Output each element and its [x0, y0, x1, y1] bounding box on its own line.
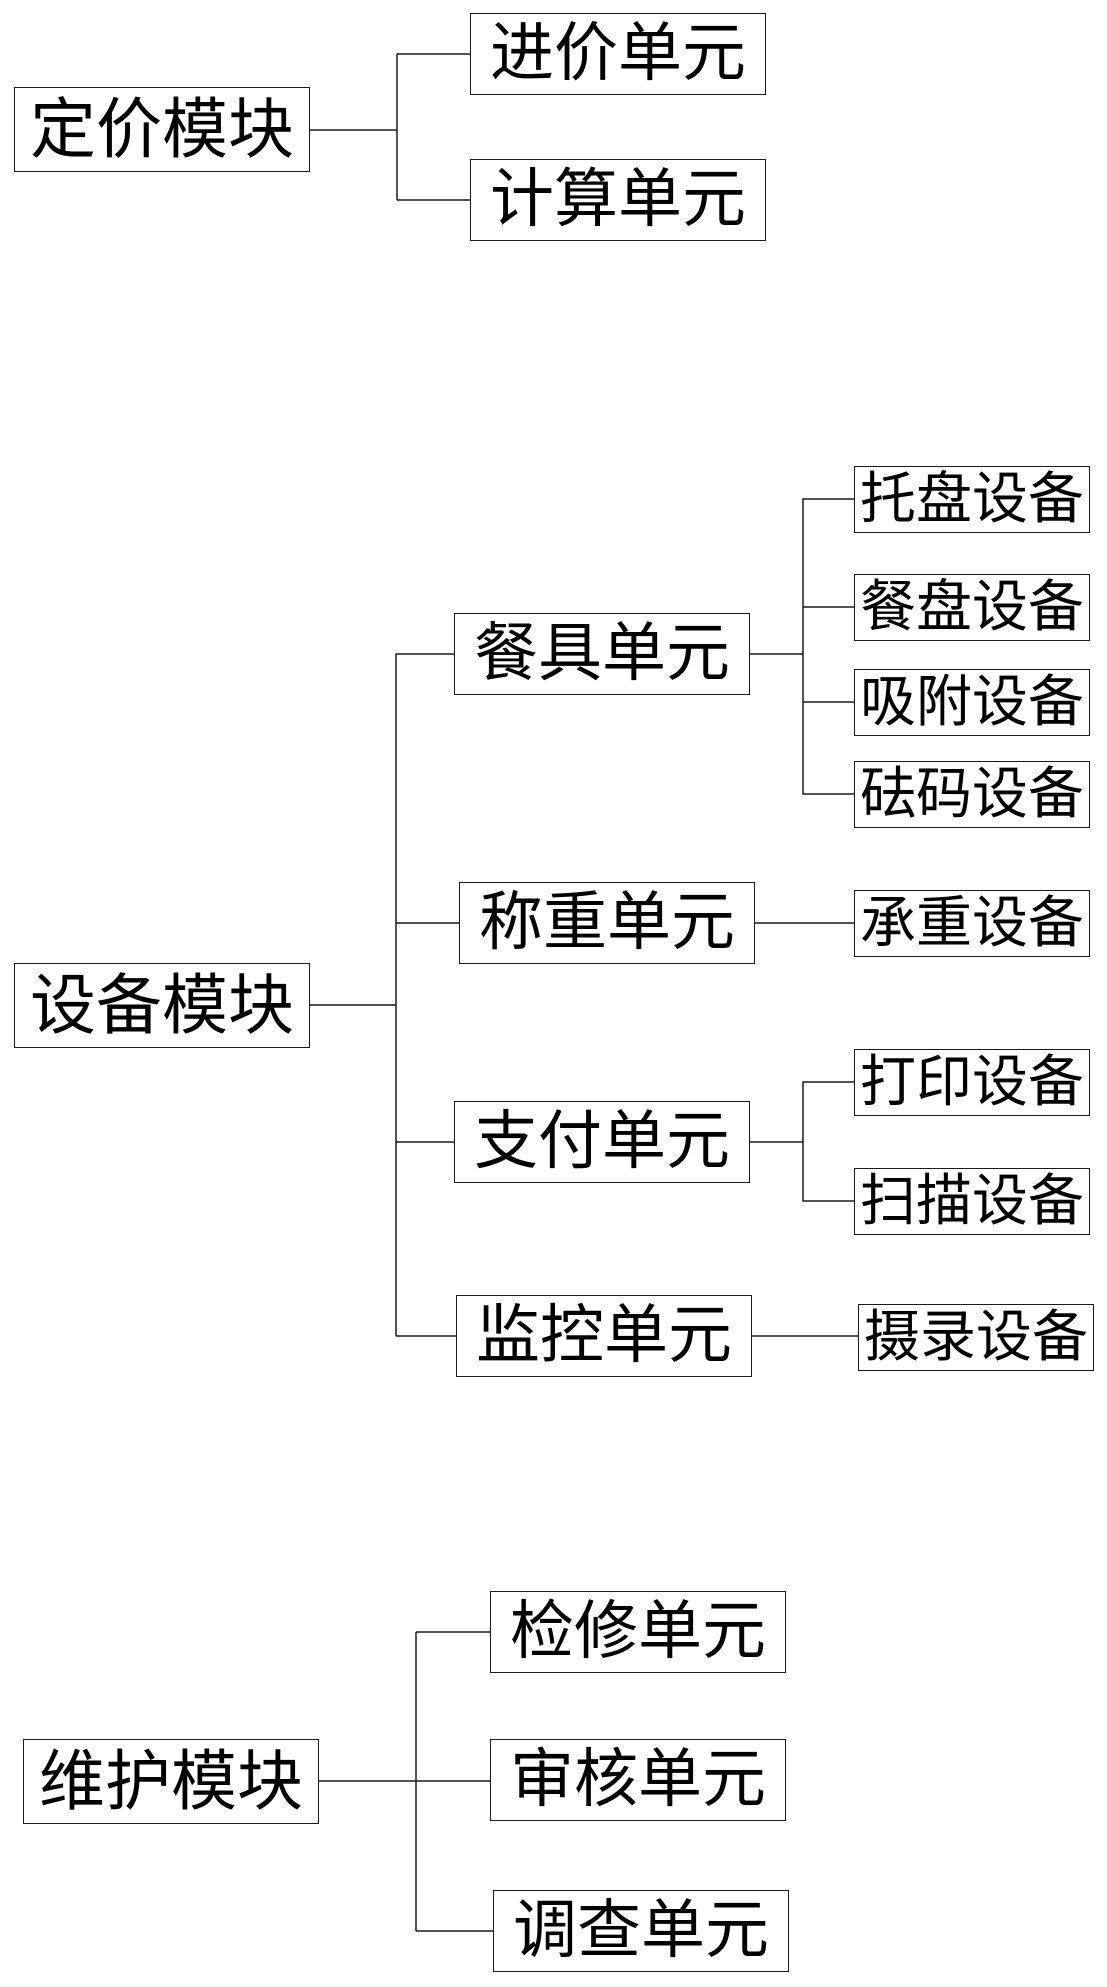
- device-dinner-plate: 餐盘设备: [854, 574, 1090, 641]
- device-suction: 吸附设备: [854, 669, 1090, 736]
- unit-monitoring: 监控单元: [456, 1295, 752, 1377]
- device-scanning: 扫描设备: [854, 1168, 1090, 1235]
- unit-calculation: 计算单元: [470, 159, 766, 241]
- device-printing: 打印设备: [854, 1049, 1090, 1116]
- unit-tableware: 餐具单元: [454, 613, 750, 695]
- device-load-bearing: 承重设备: [854, 890, 1090, 957]
- unit-weighing: 称重单元: [459, 882, 755, 964]
- unit-payment: 支付单元: [454, 1101, 750, 1183]
- unit-purchase-price: 进价单元: [470, 13, 766, 95]
- module-equipment: 设备模块: [14, 963, 310, 1048]
- module-maintenance: 维护模块: [23, 1739, 319, 1824]
- unit-survey: 调查单元: [493, 1890, 789, 1972]
- device-weights: 砝码设备: [854, 761, 1090, 828]
- device-tray: 托盘设备: [854, 466, 1090, 533]
- unit-overhaul: 检修单元: [490, 1591, 786, 1673]
- module-pricing: 定价模块: [14, 87, 310, 172]
- unit-review: 审核单元: [490, 1739, 786, 1821]
- device-recording: 摄录设备: [858, 1304, 1094, 1371]
